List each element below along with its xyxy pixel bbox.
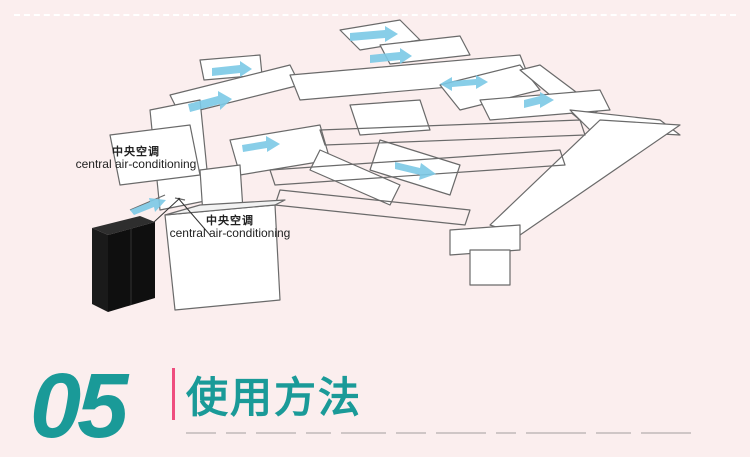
unit-label-cn: 中央空调 <box>112 145 160 158</box>
section-number: 05 <box>30 355 128 457</box>
section-title: 使用方法 <box>186 373 363 422</box>
top-dashed-divider <box>14 14 736 16</box>
title-accent-bar <box>172 368 175 420</box>
duct-system-illustration <box>92 19 681 312</box>
unit-label-en: central air-conditioning <box>169 226 291 241</box>
unit-label-2: 中央空调 central air-conditioning <box>160 214 300 241</box>
unit-label-1: 中央空调 central air-conditioning <box>66 145 206 172</box>
unit-label-cn: 中央空调 <box>206 214 254 227</box>
cabinet-unit <box>92 216 155 312</box>
bottom-decorative-line <box>186 432 691 434</box>
unit-label-en: central air-conditioning <box>75 157 197 172</box>
